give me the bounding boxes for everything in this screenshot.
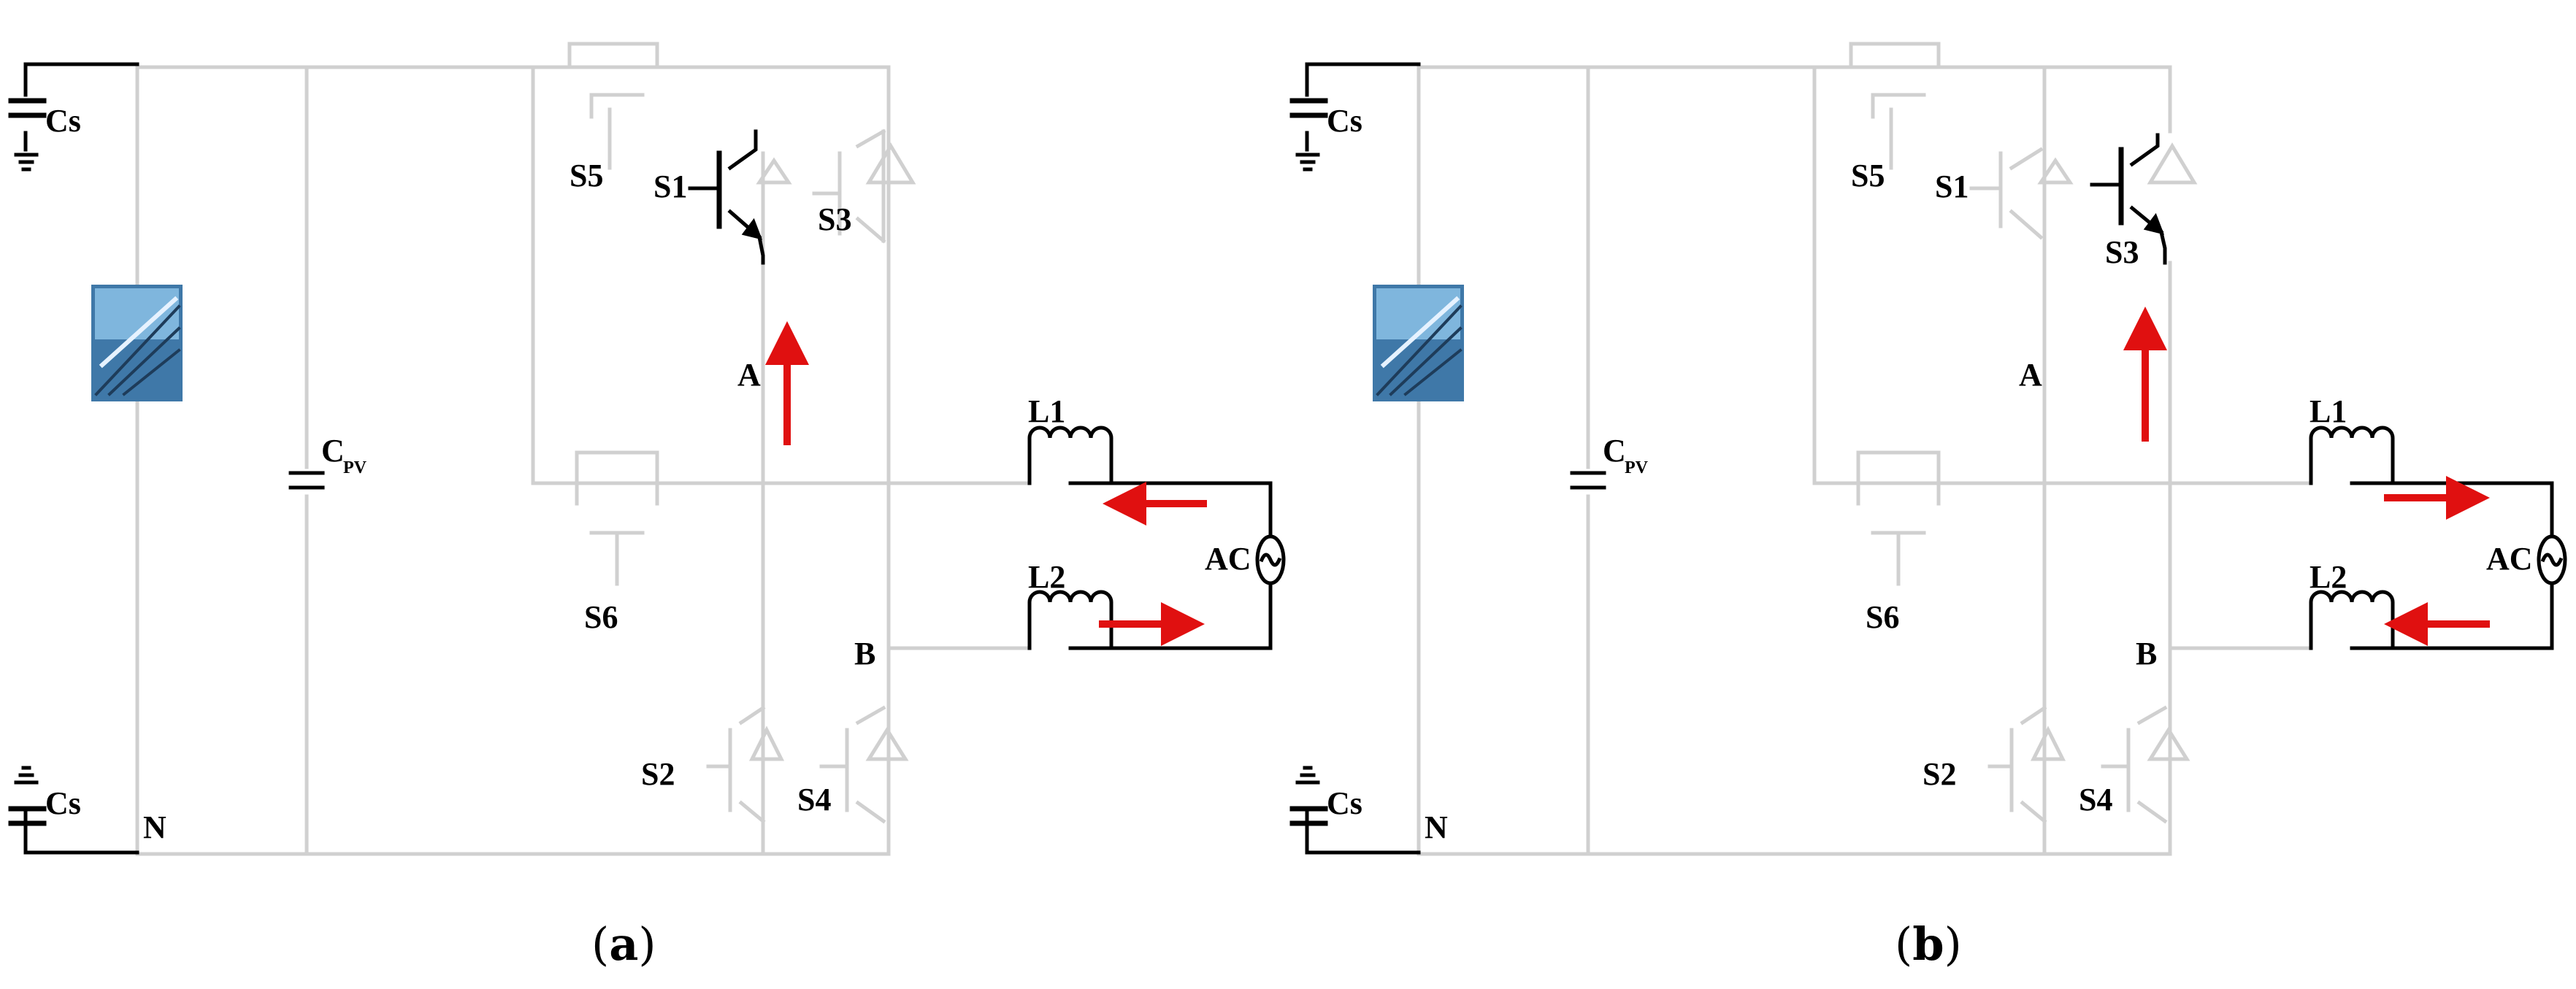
labels-b: Cs Cs C PV S5 S1 S3 A S6 B S2 S4 N L1 L2…	[1327, 103, 2533, 845]
cs-top-label: Cs	[45, 103, 81, 139]
cpv-label: C	[1603, 433, 1626, 469]
ac-loop	[2309, 426, 2567, 650]
cs-bottom-label: Cs	[1327, 785, 1362, 821]
active-wiring	[8, 62, 765, 855]
panel-a: Cs Cs C PV S5 S1 S3 A S6 B S2 S4 N L1 L2…	[8, 42, 1286, 971]
inactive-wiring	[135, 42, 1032, 856]
node-b-label: B	[854, 636, 875, 671]
s6-label: S6	[584, 599, 618, 635]
s5-label: S5	[570, 158, 603, 193]
cs-top-label: Cs	[1327, 103, 1362, 139]
node-b-label: B	[2136, 636, 2157, 671]
current-arrows	[765, 321, 1207, 646]
s4-label: S4	[2079, 782, 2112, 817]
s6-label: S6	[1866, 599, 1899, 635]
cpv-sub-label: PV	[343, 458, 367, 477]
active-wiring	[1289, 62, 2167, 855]
s5-label: S5	[1851, 158, 1885, 193]
labels-a: Cs Cs C PV S5 S1 S3 A S6 B S2 S4 N L1 L2…	[45, 103, 1251, 845]
node-a-label: A	[737, 357, 761, 393]
ac-label: AC	[2486, 541, 2533, 577]
l2-label: L2	[1028, 559, 1065, 595]
pv-module-icon	[1373, 285, 1464, 401]
s1-label: S1	[653, 169, 687, 204]
l1-label: L1	[2309, 393, 2347, 429]
panel-b: Cs Cs C PV S5 S1 S3 A S6 B S2 S4 N L1 L2…	[1289, 42, 2567, 971]
node-n-label: N	[143, 809, 166, 845]
l1-label: L1	[1028, 393, 1065, 429]
l2-label: L2	[2309, 559, 2347, 595]
node-a-label: A	[2019, 357, 2042, 393]
cs-bottom-label: Cs	[45, 785, 81, 821]
ac-loop	[1027, 426, 1286, 650]
caption-a: (a)	[591, 917, 656, 971]
current-arrows	[2123, 307, 2490, 646]
s2-label: S2	[641, 756, 675, 792]
pv-module-icon	[91, 285, 183, 401]
s2-label: S2	[1923, 756, 1956, 792]
inactive-wiring	[1417, 42, 2313, 856]
ac-label: AC	[1205, 541, 1251, 577]
s3-label: S3	[2105, 234, 2139, 270]
s3-label: S3	[818, 201, 851, 237]
s1-label: S1	[1935, 169, 1969, 204]
s4-label: S4	[797, 782, 831, 817]
cpv-label: C	[321, 433, 345, 469]
node-n-label: N	[1425, 809, 1448, 845]
caption-b: (b)	[1895, 917, 1962, 971]
cpv-sub-label: PV	[1625, 458, 1649, 477]
